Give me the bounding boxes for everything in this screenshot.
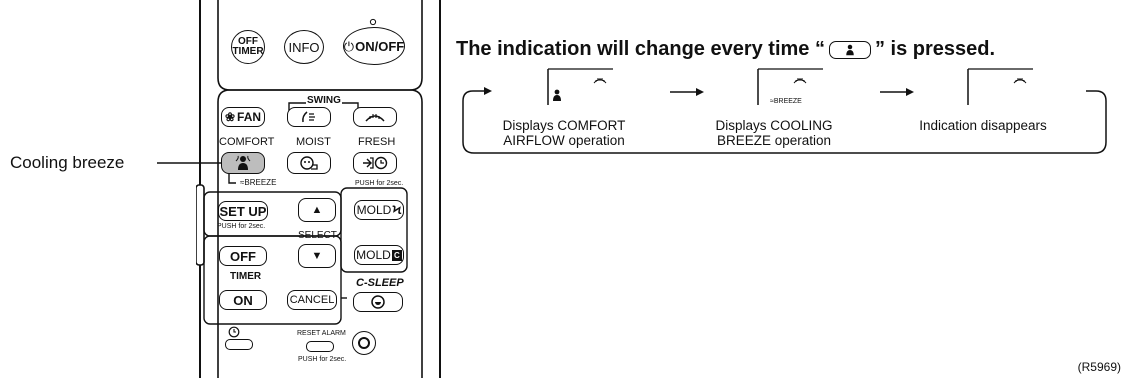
off-timer-button[interactable]: OFF TIMER [231, 30, 265, 64]
select-down-button[interactable]: ▼ [298, 244, 336, 268]
fresh-button[interactable] [353, 152, 397, 174]
set-up-push-hint: PUSH for 2sec. [217, 223, 266, 230]
heading-text-after: ” is pressed. [874, 38, 996, 60]
comfort-airflow-icon [846, 44, 854, 55]
c-sleep-button[interactable] [353, 292, 403, 312]
c-sleep-label: C-SLEEP [356, 277, 404, 289]
power-icon: ⏻ [343, 38, 355, 54]
moist-button[interactable] [287, 152, 331, 174]
caption-cooling-breeze: Displays COOLING BREEZE operation [715, 118, 833, 148]
clock-icon [228, 326, 240, 338]
timer-label: TIMER [230, 271, 262, 282]
reset-alarm-label: RESET ALARM [297, 330, 346, 337]
triangle-up-icon: ▲ [311, 203, 323, 216]
off-timer-label-1: OFF [238, 36, 258, 47]
indication-heading: The indication will change every time “ … [456, 38, 995, 61]
cancel-button[interactable]: CANCEL [287, 290, 337, 310]
comfort-label: COMFORT [219, 136, 275, 148]
swing-label: SWING [307, 95, 341, 106]
select-up-button[interactable]: ▲ [298, 198, 336, 222]
clock-button[interactable] [225, 339, 253, 350]
on-button[interactable]: ON [219, 290, 267, 310]
sequence-loop [462, 68, 1107, 154]
on-off-label: ON/OFF [355, 38, 405, 54]
swing-vertical-icon [302, 111, 315, 123]
reset-push-hint: PUSH for 2sec. [298, 356, 347, 363]
lightning-icon: Ϟ [392, 203, 402, 217]
cooling-breeze-callout: Cooling breeze [10, 153, 125, 172]
fan-label: FAN [237, 110, 262, 124]
mold-dry-button[interactable]: MOLD Ϟ [354, 200, 404, 220]
comfort-airflow-button[interactable] [221, 152, 265, 174]
mold-label-2: MOLD [356, 248, 391, 262]
heading-text-before: The indication will change every time “ [456, 38, 825, 60]
reset-button-inner [358, 337, 370, 349]
mold-clean-button[interactable]: MOLD C [354, 245, 404, 265]
moist-icon [300, 156, 318, 170]
display-comfort-icon [553, 89, 561, 101]
breeze-sublabel: ≈BREEZE [240, 178, 277, 187]
remote-body-outline [196, 0, 441, 378]
caption-indication-disappears: Indication disappears [919, 118, 1047, 133]
signal-led [369, 18, 377, 26]
swing-vertical-button[interactable] [287, 107, 331, 127]
reset-button[interactable] [352, 331, 376, 355]
display-breeze-text: ≈BREEZE [770, 98, 802, 105]
swing-horizontal-button[interactable] [353, 107, 397, 127]
fresh-push-hint: PUSH for 2sec. [355, 180, 404, 187]
fan-icon: ❀ [224, 110, 236, 124]
moist-label: MOIST [296, 136, 331, 148]
reset-alarm-button[interactable] [306, 341, 334, 352]
sleep-icon [371, 295, 385, 309]
fresh-label: FRESH [358, 136, 396, 148]
swing-horizontal-icon [365, 114, 385, 122]
triangle-down-icon: ▼ [311, 249, 323, 262]
reference-code: (R5969) [1077, 360, 1121, 374]
info-button[interactable]: INFO [284, 30, 324, 64]
heading-comfort-keycap [828, 40, 871, 59]
on-off-button[interactable]: ⏻ ON/OFF [343, 27, 405, 65]
off-timer-label-2: TIMER [232, 46, 264, 57]
select-label: SELECT [298, 230, 337, 241]
set-up-button[interactable]: SET UP [218, 201, 268, 221]
breeze-text: BREEZE [244, 178, 277, 187]
fan-button[interactable]: ❀ FAN [221, 107, 265, 127]
fresh-icon [363, 156, 388, 170]
caption-comfort-airflow: Displays COMFORT AIRFLOW operation [502, 118, 626, 148]
comfort-airflow-icon [235, 155, 251, 170]
mold-label-1: MOLD [356, 203, 392, 217]
mold-clean-icon: C [391, 249, 402, 261]
off-button[interactable]: OFF [219, 246, 267, 266]
